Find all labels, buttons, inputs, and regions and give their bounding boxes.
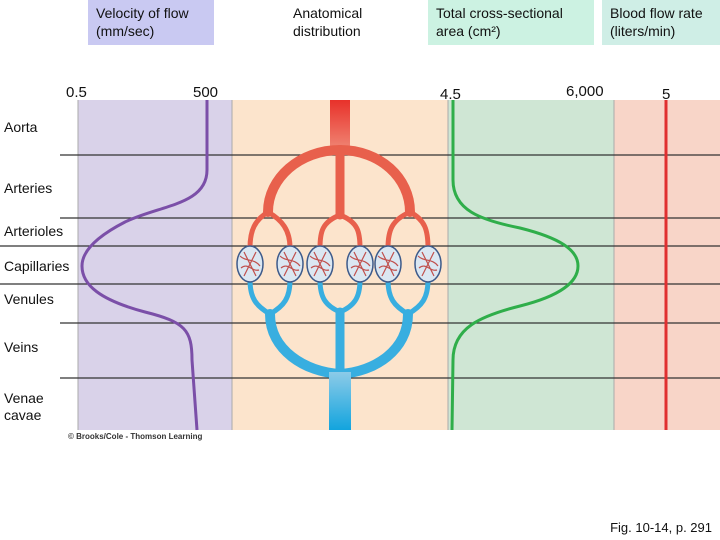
velocity-panel xyxy=(78,100,232,430)
area-header-label: Total cross-sectional area (cm²) xyxy=(436,5,563,39)
venous-tree xyxy=(247,277,431,430)
flow-header-label: Blood flow rate (liters/min) xyxy=(610,5,703,39)
capillary-bed xyxy=(306,245,334,283)
row-label-venae-cavae: Venae cavae xyxy=(4,390,44,423)
flow-header: Blood flow rate (liters/min) xyxy=(602,0,720,45)
row-label-capillaries: Capillaries xyxy=(4,258,70,274)
velocity-header-label: Velocity of flow (mm/sec) xyxy=(96,5,189,39)
arterial-tree xyxy=(247,100,431,251)
capillary-bed xyxy=(346,245,374,283)
capillary-bed xyxy=(236,245,264,283)
artery-branch xyxy=(317,212,343,251)
anatomical-header: Anatomical distribution xyxy=(285,0,381,45)
flow-scale-value: 5 xyxy=(662,86,671,103)
area-scale-max: 6,000 xyxy=(566,83,604,100)
artery-branch xyxy=(407,209,431,251)
area-curve xyxy=(450,100,580,431)
artery-branch xyxy=(265,209,293,251)
artery-branch xyxy=(335,145,415,217)
area-header: Total cross-sectional area (cm²) xyxy=(428,0,594,45)
capillary-bed xyxy=(374,245,402,283)
artery-branch xyxy=(337,212,363,251)
velocity-header: Velocity of flow (mm/sec) xyxy=(88,0,214,45)
artery-branch xyxy=(263,145,345,217)
copyright-credit: © Brooks/Cole - Thomson Learning xyxy=(68,432,203,441)
vena-cava xyxy=(329,372,351,430)
aorta xyxy=(330,100,350,152)
capillary-bed xyxy=(276,245,304,283)
artery-branch xyxy=(247,209,271,251)
velocity-scale-max: 500 xyxy=(193,84,219,101)
anatomical-header-label: Anatomical distribution xyxy=(293,5,363,39)
row-label-venules: Venules xyxy=(4,291,54,307)
row-label-arteries: Arteries xyxy=(4,180,53,196)
area-panel xyxy=(448,100,614,430)
row-label-aorta: Aorta xyxy=(4,119,38,135)
capillary-bed xyxy=(414,245,442,283)
artery-branch xyxy=(385,209,413,251)
velocity-scale-min: 0.5 xyxy=(66,84,87,101)
velocity-curve xyxy=(80,100,209,431)
figure-reference: Fig. 10-14, p. 291 xyxy=(610,520,712,535)
vein-branch xyxy=(335,309,413,379)
row-label-veins: Veins xyxy=(4,339,39,355)
area-scale-min: 4.5 xyxy=(440,86,461,103)
row-label-arterioles: Arterioles xyxy=(4,223,64,239)
capillary-beds xyxy=(236,245,442,283)
vein-branch xyxy=(265,309,345,379)
